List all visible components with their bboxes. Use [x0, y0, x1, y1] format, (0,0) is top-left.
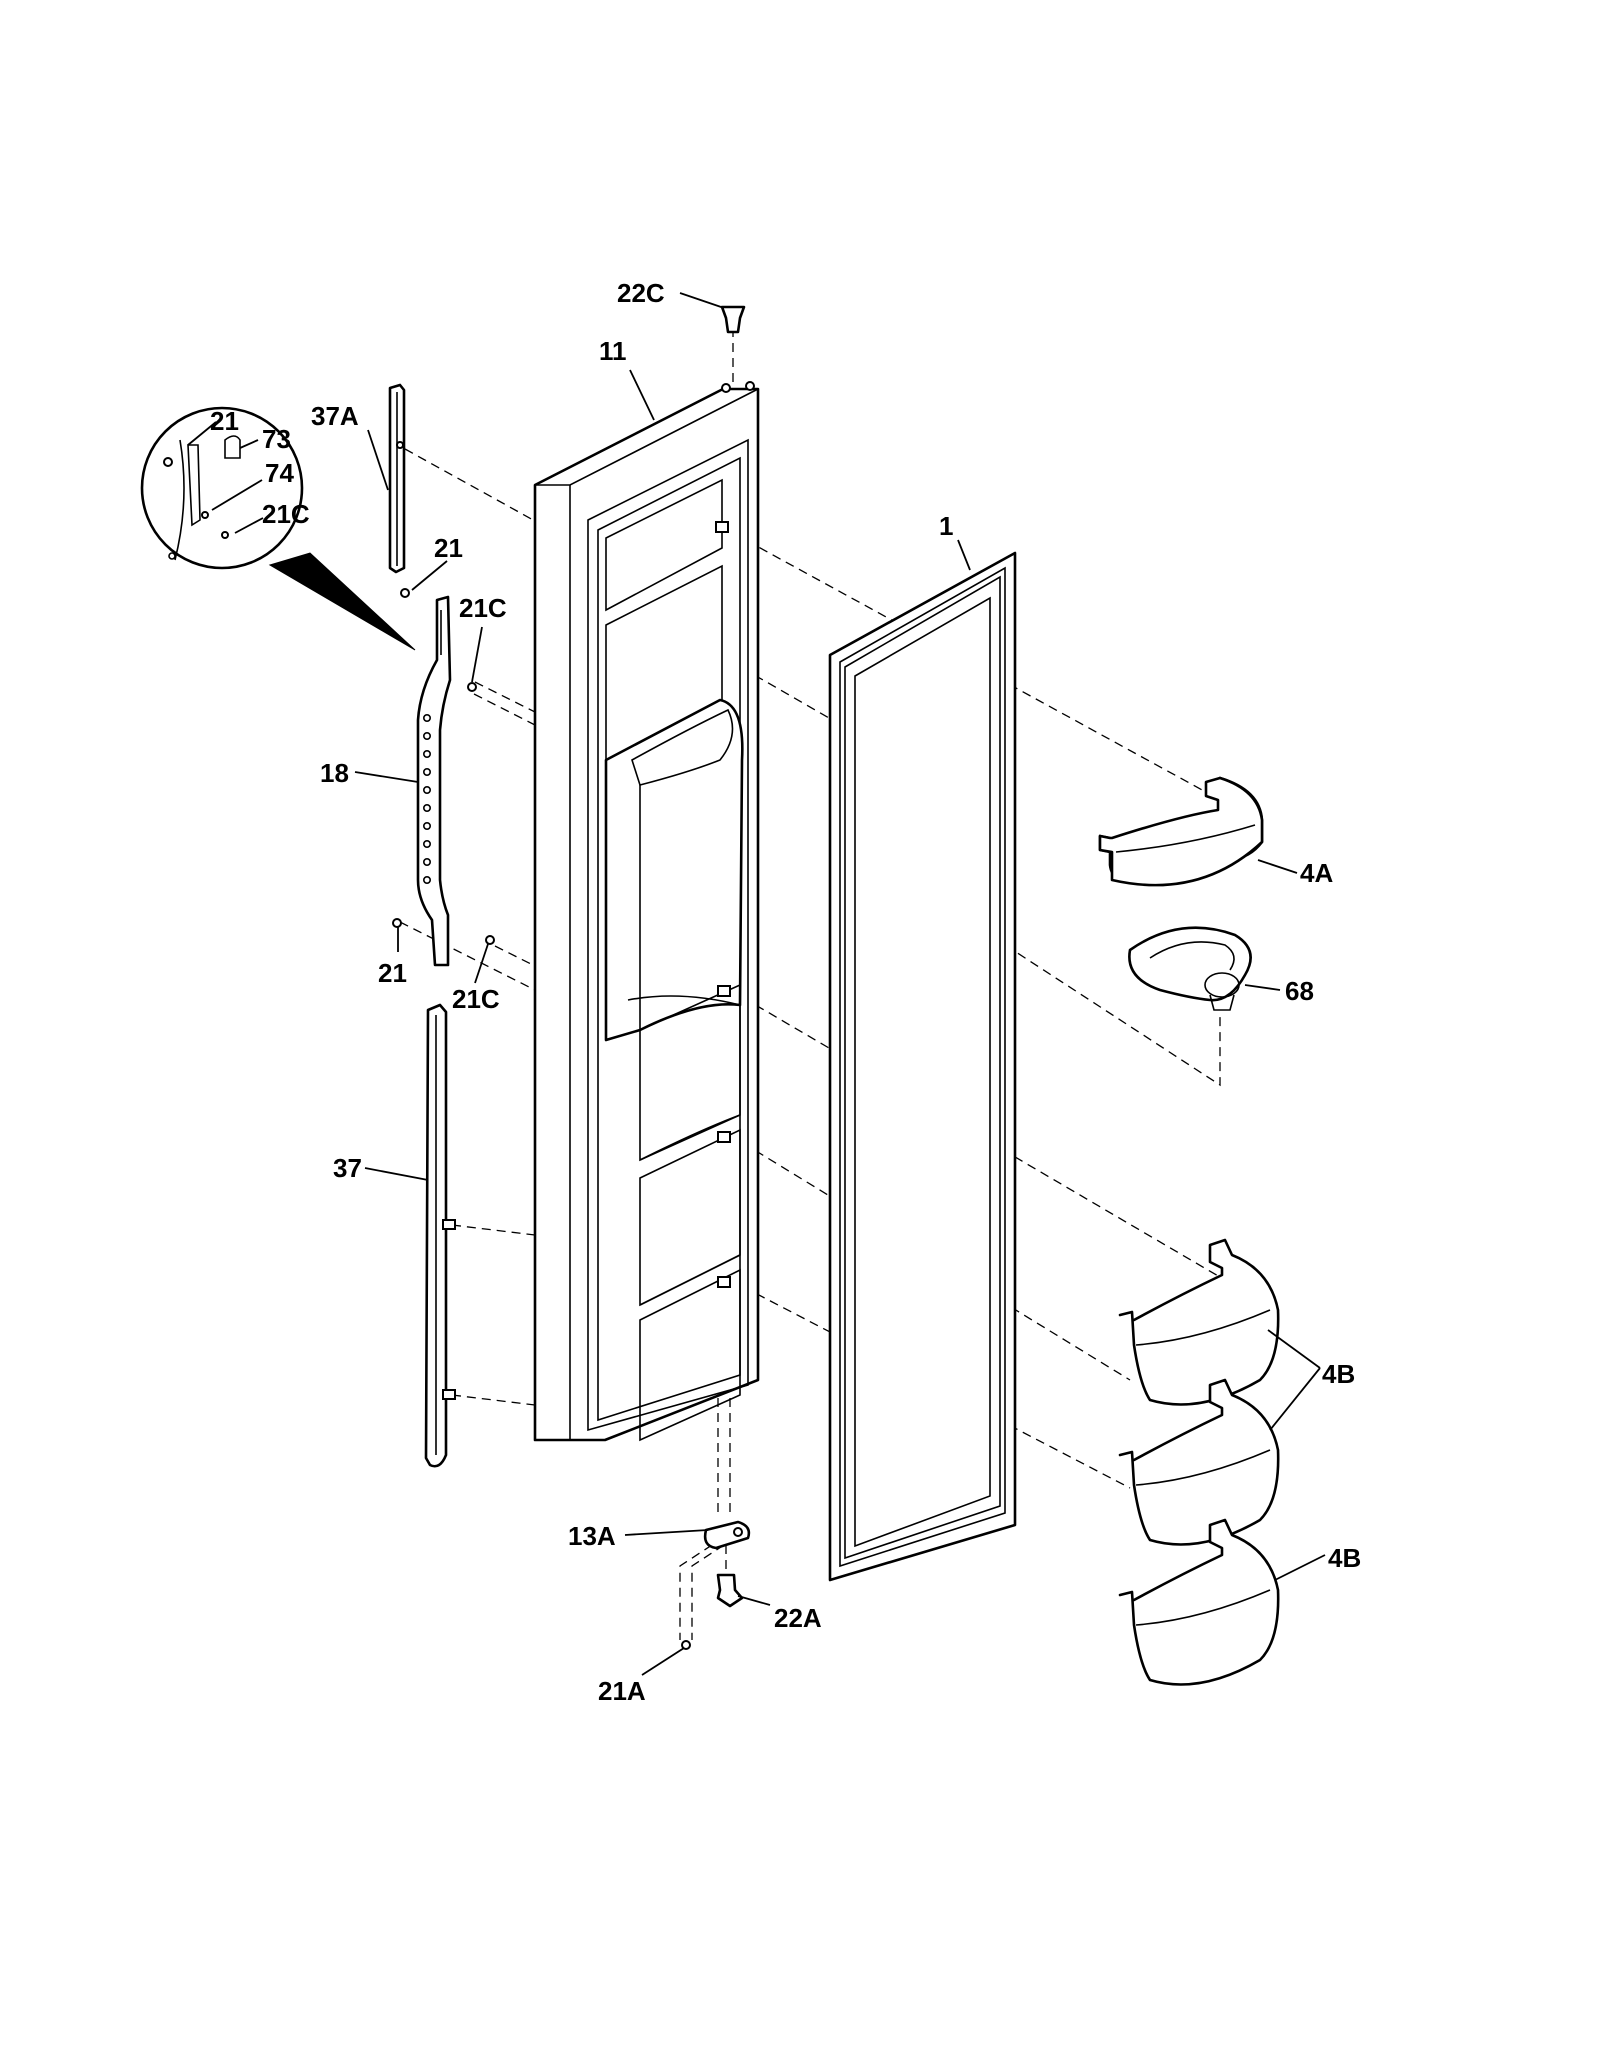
callout-22c: 22C — [617, 278, 665, 308]
callout-37a: 37A — [311, 401, 359, 431]
callout-74: 74 — [265, 458, 294, 488]
callout-11: 11 — [599, 336, 627, 366]
door-assembly — [533, 381, 760, 1442]
door-bin-4b-3 — [1118, 1518, 1280, 1686]
callout-4a: 4A — [1300, 858, 1333, 888]
dish-68 — [1128, 926, 1252, 1011]
trim-37 — [424, 1003, 456, 1468]
callout-21c-lower: 21C — [452, 984, 500, 1014]
callout-21-upper: 21 — [434, 533, 463, 563]
handle-screws — [392, 588, 495, 945]
assembly-dash-lines — [399, 313, 1226, 1640]
callout-1: 1 — [939, 511, 953, 541]
door-bin-4a — [1098, 776, 1264, 887]
callout-21-lower: 21 — [378, 958, 407, 988]
callout-4b-lower: 4B — [1328, 1543, 1361, 1573]
handle-18 — [416, 595, 452, 967]
callout-4b-upper: 4B — [1322, 1359, 1355, 1389]
door-gasket — [828, 551, 1017, 1582]
callout-13a: 13A — [568, 1521, 616, 1551]
callout-68: 68 — [1285, 976, 1314, 1006]
door-bin-4b-1 — [1118, 1238, 1280, 1406]
callout-labels: 22C 11 21 73 37A 74 21C 1 21 21C 18 4A 6… — [210, 278, 1361, 1706]
callout-21c-detail: 21C — [262, 499, 310, 529]
callout-21a: 21A — [598, 1676, 646, 1706]
callout-37: 37 — [333, 1153, 362, 1183]
callout-21-detail: 21 — [210, 406, 239, 436]
callout-21c-upper: 21C — [459, 593, 507, 623]
leader-lines — [187, 292, 1326, 1676]
hinge-bushing-22c — [720, 305, 746, 334]
detail-circle — [140, 406, 416, 651]
bottom-hinge-parts — [681, 1520, 751, 1650]
callout-18: 18 — [320, 758, 349, 788]
callout-22a: 22A — [774, 1603, 822, 1633]
callout-73: 73 — [262, 424, 291, 454]
door-bin-4b-2 — [1118, 1378, 1280, 1546]
trim-37a — [388, 383, 406, 574]
